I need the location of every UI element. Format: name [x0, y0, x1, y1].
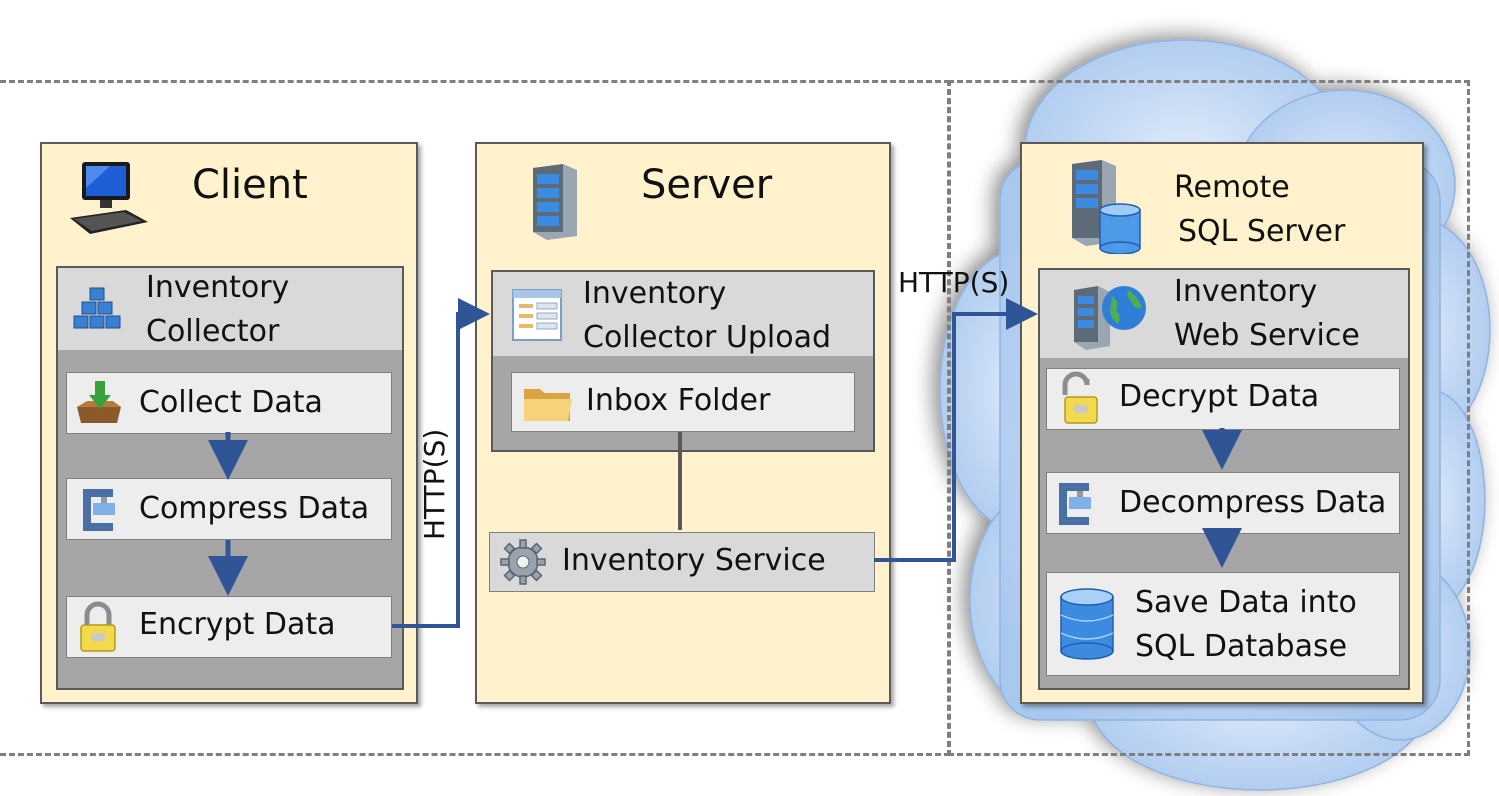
web-service-title-line1: Inventory	[1174, 274, 1318, 309]
unlock-icon	[1055, 371, 1101, 431]
save-data-label-line2: SQL Database	[1135, 629, 1348, 664]
remote-title-line2: SQL Server	[1178, 214, 1346, 249]
decompress-data-step: Decompress Data	[1046, 472, 1400, 534]
download-tray-icon	[73, 379, 125, 431]
decompress-data-label: Decompress Data	[1119, 485, 1387, 520]
save-data-label-line1: Save Data into	[1135, 585, 1357, 620]
arrow-client-to-server	[392, 298, 490, 628]
database-icon	[1057, 587, 1117, 665]
clamp-icon	[77, 485, 123, 539]
database-server-icon	[1066, 158, 1146, 258]
collect-data-label: Collect Data	[139, 385, 323, 420]
save-data-step: Save Data into SQL Database	[1046, 572, 1400, 676]
inventory-service-label: Inventory Service	[562, 543, 826, 578]
server-panel: Server Inventory Collector Upload Inbox …	[475, 142, 891, 704]
decrypt-data-label: Decrypt Data	[1119, 379, 1320, 414]
folder-icon	[522, 381, 574, 429]
computer-icon	[66, 158, 152, 246]
encrypt-data-label: Encrypt Data	[139, 607, 336, 642]
encrypt-data-step: Encrypt Data	[66, 596, 392, 658]
remote-title-line1: Remote	[1174, 170, 1290, 205]
http-label-client-server: HTTP(S)	[418, 428, 451, 540]
client-title: Client	[192, 162, 308, 208]
collector-title-line1: Inventory	[146, 270, 290, 305]
server-title: Server	[641, 162, 773, 208]
inventory-web-service-box: Inventory Web Service Decrypt Data	[1038, 268, 1410, 690]
form-icon	[511, 288, 563, 346]
decrypt-data-step: Decrypt Data	[1046, 368, 1400, 430]
upload-title-line2: Collector Upload	[583, 320, 832, 355]
collector-title-line2: Collector	[146, 314, 280, 349]
http-label-server-remote: HTTP(S)	[898, 266, 1010, 299]
clamp-icon	[1053, 479, 1099, 533]
inbox-folder-item: Inbox Folder	[511, 372, 855, 432]
compress-data-step: Compress Data	[66, 478, 392, 540]
upload-title-line1: Inventory	[583, 276, 727, 311]
cubes-icon	[72, 286, 126, 338]
remote-sql-panel: Remote SQL Server Inventory Web Service	[1020, 142, 1424, 704]
web-service-title-line2: Web Service	[1174, 318, 1360, 353]
web-server-globe-icon	[1068, 280, 1148, 354]
arrow-server-to-remote	[874, 298, 1038, 562]
server-tower-icon	[527, 162, 581, 244]
collect-data-step: Collect Data	[66, 372, 392, 434]
inventory-service-item: Inventory Service	[489, 532, 875, 592]
cloud-boundary	[948, 80, 1470, 756]
inbox-folder-label: Inbox Folder	[586, 383, 771, 418]
inventory-collector-box: Inventory Collector Collect Data	[56, 266, 404, 690]
lock-icon	[77, 601, 119, 659]
collector-upload-box: Inventory Collector Upload Inbox Folder	[491, 270, 875, 452]
client-panel: Client Inventory Collector	[40, 142, 418, 704]
gear-icon	[498, 537, 548, 591]
compress-data-label: Compress Data	[139, 491, 370, 526]
